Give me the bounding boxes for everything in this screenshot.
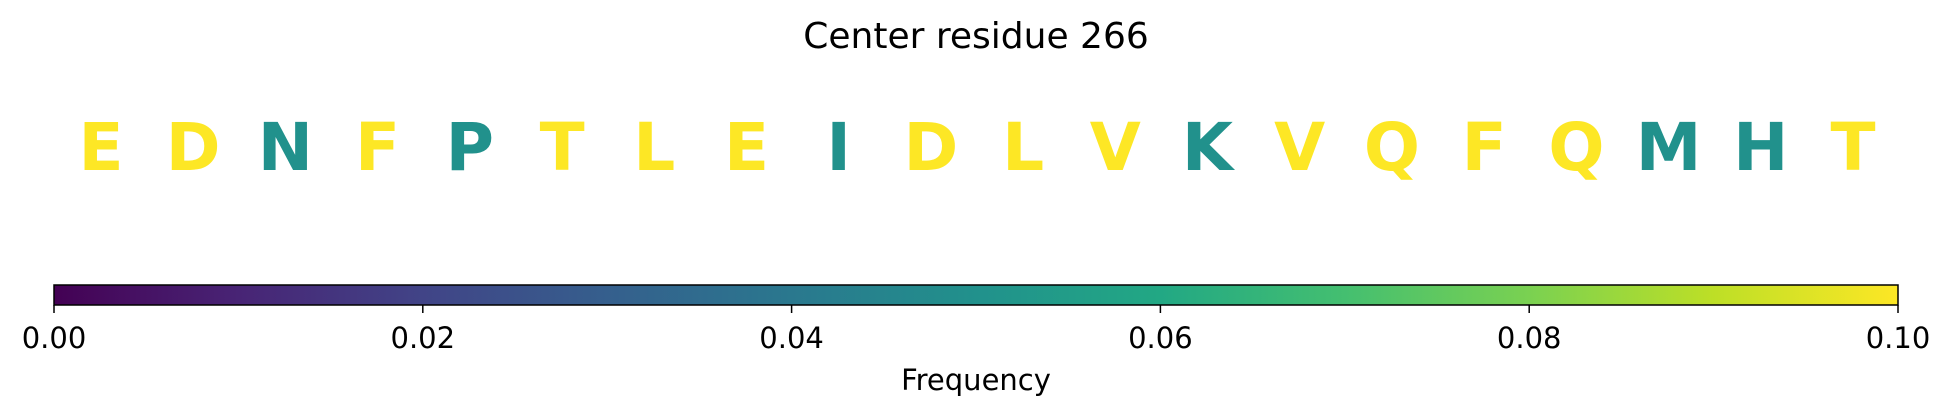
- colorbar-tick-label: 0.04: [759, 321, 824, 355]
- colorbar-ticks: 0.00 0.02 0.04 0.06 0.08 0.10: [22, 305, 1931, 355]
- chart-title: Center residue 266: [803, 16, 1149, 57]
- colorbar-label: Frequency: [901, 363, 1051, 397]
- colorbar-tick-label: 0.08: [1497, 321, 1562, 355]
- residue-letter: N: [258, 109, 313, 186]
- residue-letter: K: [1182, 109, 1236, 186]
- colorbar-tick-label: 0.00: [22, 321, 87, 355]
- residue-letter: E: [78, 109, 123, 186]
- residue-letter: V: [1090, 109, 1141, 186]
- residue-letter: Q: [1364, 109, 1420, 186]
- residue-letter: D: [904, 109, 959, 186]
- residue-letter: T: [1830, 109, 1875, 186]
- colorbar-tick-label: 0.02: [391, 321, 456, 355]
- residue-letter: I: [826, 109, 851, 186]
- colorbar: 0.00 0.02 0.04 0.06 0.08 0.10 Frequency: [22, 284, 1931, 397]
- residue-letter: E: [724, 109, 769, 186]
- residue-letter: H: [1733, 109, 1788, 186]
- residue-letter: M: [1636, 109, 1702, 186]
- residue-letter: Q: [1548, 109, 1604, 186]
- residue-letter: T: [540, 109, 585, 186]
- residue-letter: P: [446, 109, 494, 186]
- residue-letter: L: [633, 109, 675, 186]
- residue-letter: F: [1462, 109, 1507, 186]
- residue-letter: F: [355, 109, 400, 186]
- residue-letter: L: [1002, 109, 1044, 186]
- colorbar-gradient: [53, 284, 1899, 306]
- residue-letter: V: [1274, 109, 1325, 186]
- residue-letter: D: [166, 109, 221, 186]
- colorbar-tick-label: 0.06: [1128, 321, 1193, 355]
- colorbar-tick-label: 0.10: [1866, 321, 1931, 355]
